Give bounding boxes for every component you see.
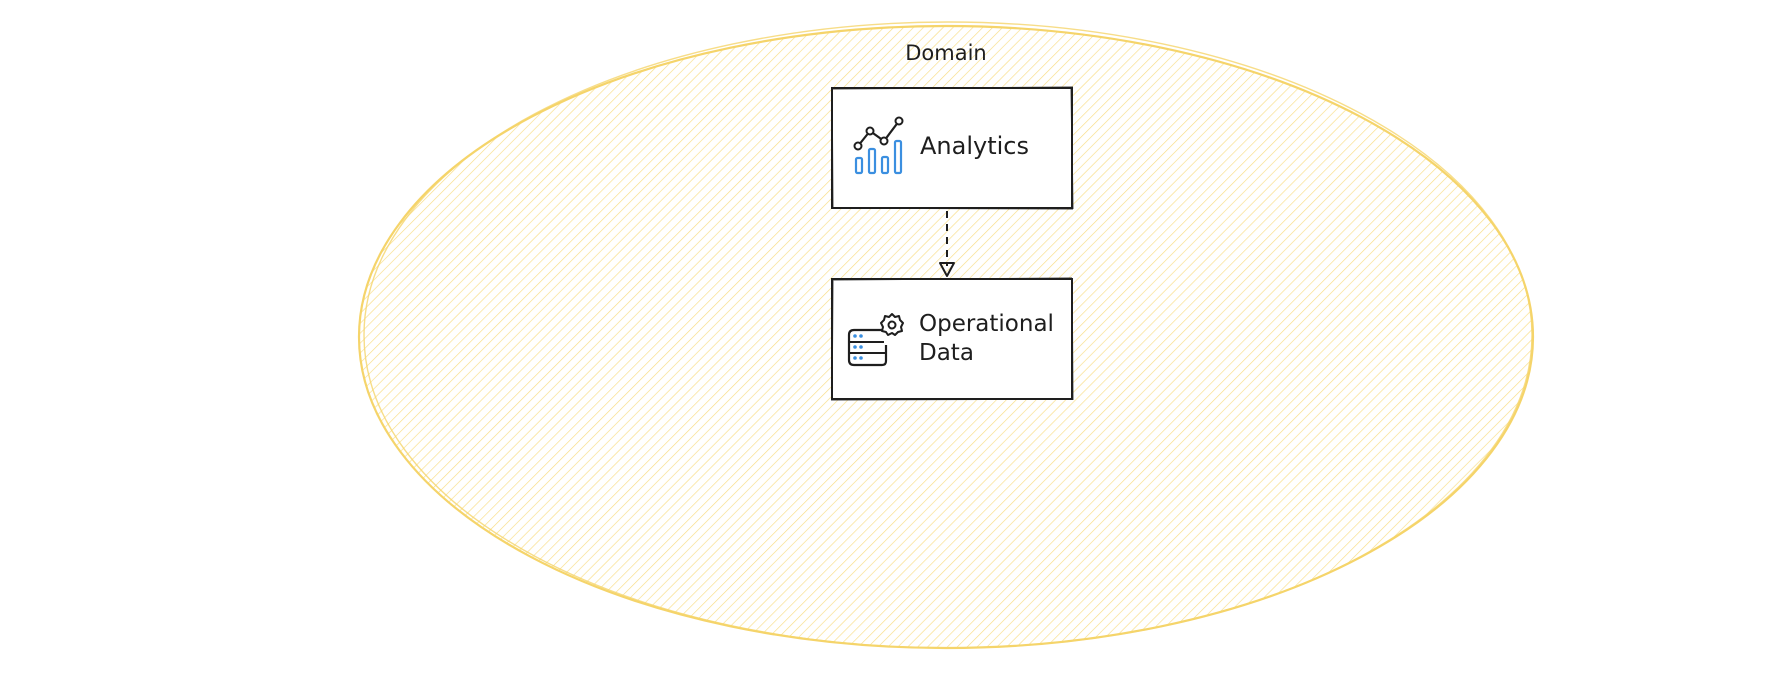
operational-data-node[interactable] — [830, 277, 1074, 401]
dependency-arrow — [939, 211, 955, 277]
analytics-chart-icon — [853, 116, 904, 175]
operational-data-label: Operational Data — [919, 311, 1054, 366]
analytics-label: Analytics — [920, 132, 1029, 160]
database-gear-icon — [847, 313, 904, 367]
domain-label: Domain — [905, 41, 987, 65]
